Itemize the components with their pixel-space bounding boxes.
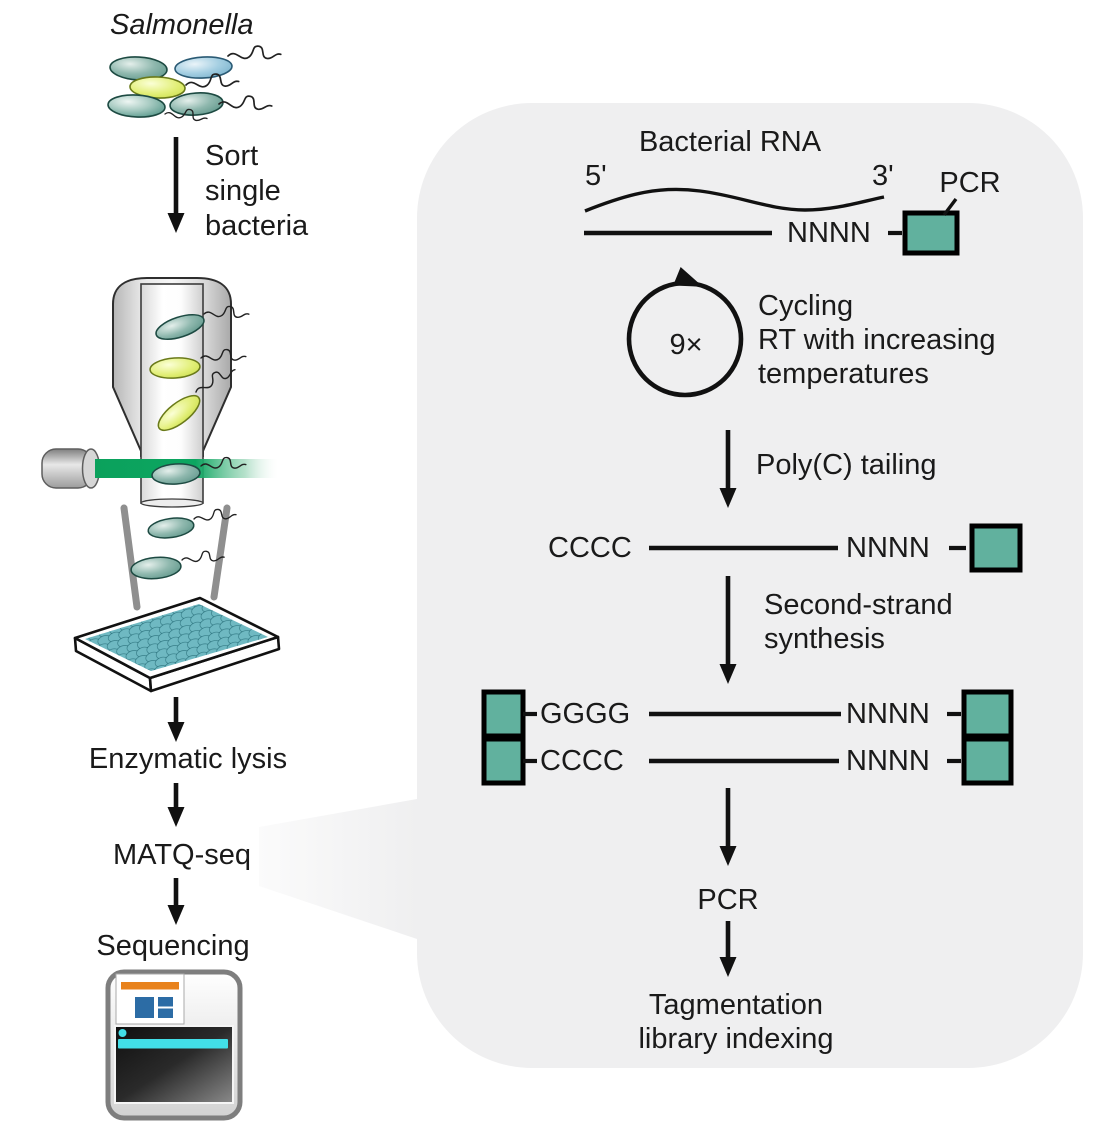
lysis-step-label: Enzymatic lysis [88,743,288,775]
first-strand-row [584,197,960,256]
cycling-step-line: RT with increasing [758,324,996,356]
tagmentation-line: Tagmentation [648,989,824,1021]
panel-title: Bacterial RNA [638,126,822,158]
second-strand-arrow [719,576,737,684]
plate-to-lysis-arrow [167,697,185,742]
duplex-top-right-label: NNNN [846,698,930,730]
sort-step-label: Sort single bacteria [205,139,308,244]
sequencer-orange-bar [121,982,179,990]
sort-step-line: bacteria [205,210,309,242]
organism-label: Salmonella [110,9,254,41]
pcr-adapter-label: PCR [939,167,1001,199]
cycle-count-label: 9× [669,329,703,361]
adapter-callout-line [942,197,958,217]
duplex-top-left-label: GGGG [540,698,631,730]
progress-bar [118,1039,228,1049]
flagellum-icon [195,368,236,393]
sort-step-line: single [205,175,281,207]
duplex-bottom-left-label: CCCC [540,745,624,777]
lysis-to-matq-arrow [167,783,185,827]
pcr-arrow [719,788,737,866]
cycling-step-line: temperatures [758,358,929,390]
duplex-top-row [481,689,1014,739]
three-prime-label: 3' [872,160,894,192]
primer-anchor-label: NNNN [787,217,871,249]
rna-wave-line [584,187,885,213]
second-strand-line: Second-strand [764,589,953,621]
polyc-tailing-arrow [719,430,737,508]
duplex-bottom-row [481,736,1014,786]
cell-sorter-illustration [41,277,278,611]
protocol-panel [417,103,1083,1068]
second-strand-step-label: Second-strand synthesis [764,588,953,656]
flagellum-icon [181,550,225,562]
well-plate-illustration [73,596,281,693]
tailing-step-label: Poly(C) tailing [756,449,937,481]
matq-to-sequencing-arrow [167,878,185,925]
second-strand-line: synthesis [764,623,885,655]
bacteria-cluster-illustration [107,45,282,122]
status-dot-icon [118,1029,127,1037]
sequencing-step-label: Sequencing [96,930,250,962]
pcr-adapter-square [902,210,960,256]
method-step-label: MATQ-seq [112,839,252,871]
flagellum-icon [227,45,282,60]
flagellum-icon [200,348,247,361]
flagellum-icon [200,456,247,469]
tail-c-label: CCCC [548,532,632,564]
pcr-adapter-square [961,689,1014,739]
five-prime-label: 5' [585,160,607,192]
flagellum-icon [203,305,250,319]
pcr-adapter-square [481,689,526,739]
sequencer-illustration [105,969,243,1121]
flagellum-icon [185,73,240,88]
flagellum-icon [164,108,208,122]
cycle-arrow-icon [626,266,744,398]
sort-step-line: Sort [205,140,259,172]
flagellum-icon [193,508,237,521]
pcr-adapter-square [481,736,526,786]
primer-anchor-label: NNNN [846,532,930,564]
sequencer-screen-tile [158,1008,173,1018]
duplex-bottom-right-label: NNNN [846,745,930,777]
cycling-step-label: Cycling RT with increasing temperatures [758,289,995,391]
sequencer-display [114,1025,234,1104]
tailed-strand-row [649,523,1023,573]
flagellum-icon [218,95,273,111]
pcr-adapter-square [969,523,1023,573]
cycling-step-line: Cycling [758,290,854,322]
tagmentation-step-label: Tagmentation library indexing [638,988,833,1056]
tagmentation-line: library indexing [638,1023,834,1055]
pcr-adapter-square [961,736,1014,786]
sequencer-screen-tile [135,997,154,1018]
callout-wedge [259,799,417,939]
sequencer-screen-tile [158,997,173,1007]
sort-arrow [167,137,185,233]
pcr-step-label: PCR [697,884,759,916]
tagmentation-arrow [719,921,737,977]
